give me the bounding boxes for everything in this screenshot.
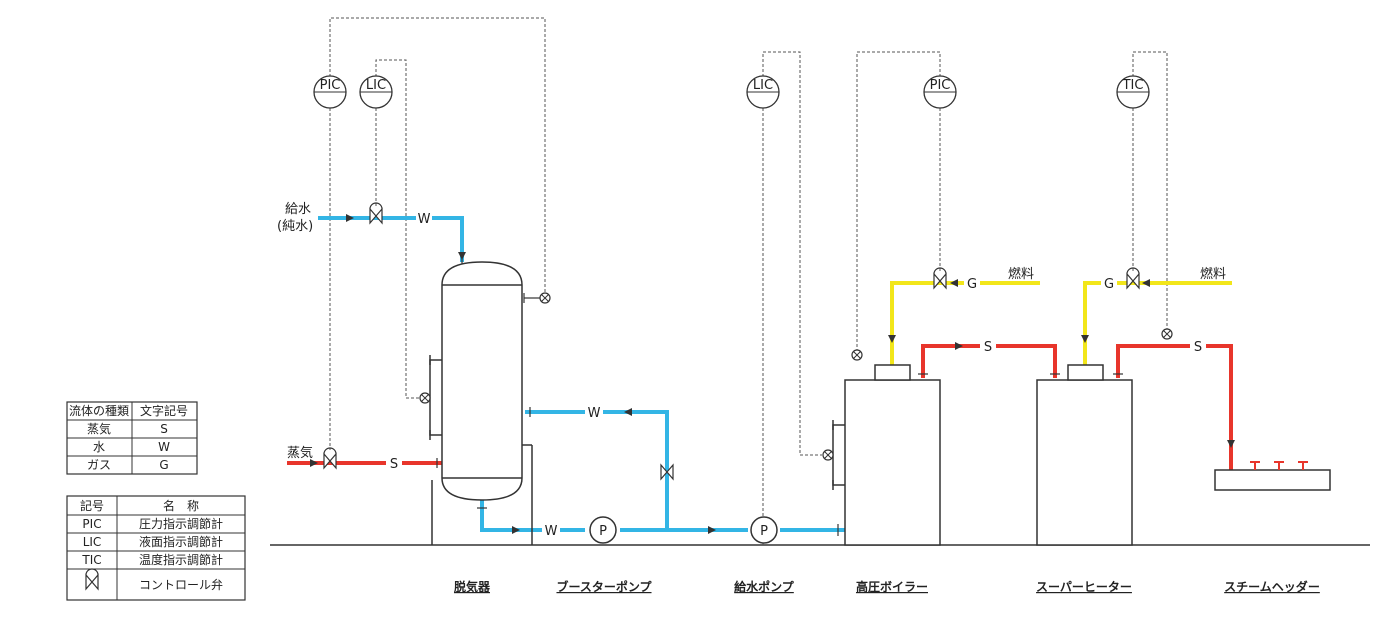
feed-water-sublabel: (純水)	[277, 219, 313, 234]
steam-header	[1214, 469, 1331, 491]
level-sensor-icon	[822, 449, 834, 461]
steam-inlet-label: 蒸気	[287, 445, 313, 461]
booster-pump-caption: ブースターポンプ	[556, 579, 652, 594]
svg-text:水: 水	[93, 440, 105, 454]
svg-text:LIC: LIC	[83, 535, 102, 549]
superheater-caption: スーパーヒーター	[1036, 580, 1132, 594]
boiler	[832, 364, 941, 546]
steam-header-caption: スチームヘッダー	[1224, 579, 1320, 594]
pic-instrument: PIC	[313, 75, 347, 109]
svg-text:TIC: TIC	[81, 553, 101, 567]
svg-text:W: W	[545, 524, 558, 539]
symbol-legend-table: 記号 名 称 PIC 圧力指示調節計 LIC 液面指示調節計 TIC 温度指示調…	[66, 495, 246, 601]
deaerator-caption: 脱気器	[454, 579, 491, 594]
svg-text:S: S	[984, 340, 992, 355]
svg-text:G: G	[1104, 277, 1114, 292]
level-sensor-icon	[419, 392, 431, 404]
svg-text:温度指示調節計: 温度指示調節計	[139, 552, 223, 567]
pipe-code-labels: W S W W S S G G	[386, 210, 1206, 539]
svg-text:S: S	[390, 457, 398, 472]
flange-marks	[436, 257, 1123, 536]
feed-pump-caption: 給水ポンプ	[734, 579, 795, 594]
lic-instrument: LIC	[746, 75, 780, 109]
svg-text:P: P	[599, 524, 607, 539]
svg-text:W: W	[588, 406, 601, 421]
svg-text:PIC: PIC	[82, 517, 101, 531]
svg-text:PIC: PIC	[930, 78, 951, 93]
svg-text:圧力指示調節計: 圧力指示調節計	[139, 516, 223, 531]
svg-text:液面指示調節計: 液面指示調節計	[139, 534, 223, 549]
svg-text:PIC: PIC	[320, 78, 341, 93]
fuel-label: 燃料	[1008, 266, 1034, 282]
lic-instrument: LIC	[359, 75, 393, 109]
booster-pump-icon: P	[589, 516, 617, 544]
svg-text:S: S	[1194, 340, 1202, 355]
fuel-label: 燃料	[1200, 266, 1226, 282]
svg-text:G: G	[159, 458, 168, 472]
svg-text:W: W	[158, 440, 170, 454]
svg-text:蒸気: 蒸気	[87, 421, 111, 436]
svg-text:TIC: TIC	[1122, 78, 1144, 93]
superheater	[1036, 364, 1133, 546]
svg-text:流体の種類: 流体の種類	[69, 404, 129, 418]
temperature-sensor-icon	[1161, 328, 1173, 340]
gas-pipes	[890, 281, 1232, 365]
svg-text:S: S	[160, 422, 168, 436]
svg-text:LIC: LIC	[366, 78, 386, 93]
header-outlets	[1250, 461, 1308, 470]
svg-text:P: P	[760, 524, 768, 539]
svg-text:ガス: ガス	[87, 458, 111, 472]
svg-text:G: G	[967, 277, 977, 292]
water-pipes	[318, 216, 845, 532]
pressure-sensor-icon	[539, 292, 551, 304]
svg-text:W: W	[418, 212, 431, 227]
fluid-legend-table: 流体の種類 文字記号 蒸気 S 水 W ガス G	[66, 401, 198, 475]
svg-text:LIC: LIC	[753, 78, 773, 93]
boiler-caption: 高圧ボイラー	[856, 579, 928, 594]
flow-arrows	[310, 214, 1235, 534]
signal-lines	[329, 17, 1168, 545]
pic-instrument: PIC	[923, 75, 957, 109]
tic-instrument: TIC	[1116, 75, 1150, 109]
svg-text:名 称: 名 称	[163, 498, 199, 513]
svg-text:記号: 記号	[80, 498, 104, 513]
svg-text:文字記号: 文字記号	[140, 403, 188, 418]
pressure-sensor-icon	[851, 349, 863, 361]
feed-water-label: 給水	[285, 202, 311, 217]
svg-text:コントロール弁: コントロール弁	[139, 577, 223, 592]
feed-pump-icon: P	[750, 516, 778, 544]
